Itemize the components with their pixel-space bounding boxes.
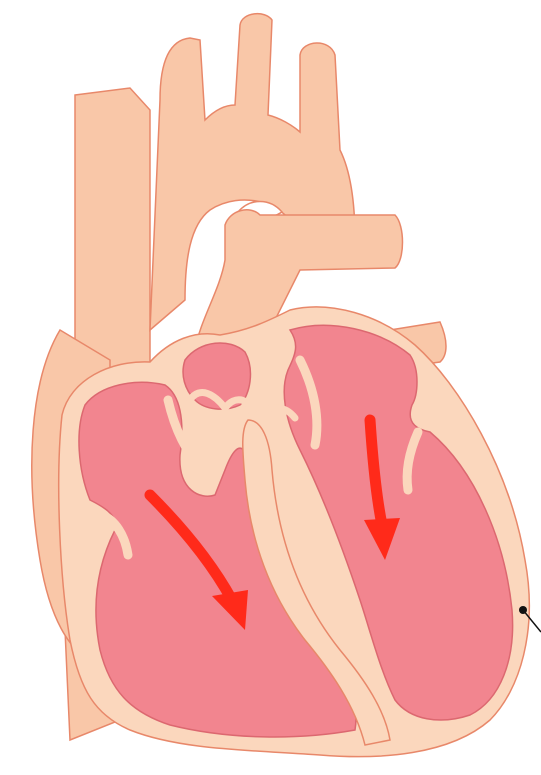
heart-diagram <box>0 0 541 775</box>
heart-illustration <box>0 0 541 775</box>
